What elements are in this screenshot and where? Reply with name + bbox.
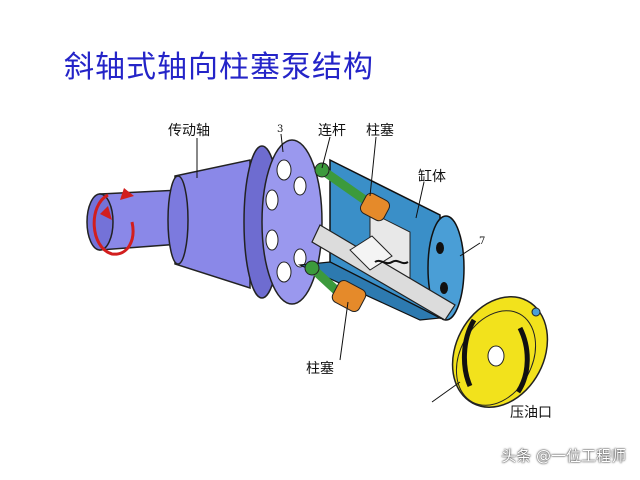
label-plunger-bottom: 柱塞: [306, 361, 334, 377]
label-plunger-top: 柱塞: [366, 123, 394, 139]
watermark: 头条 @一位工程师: [501, 447, 626, 465]
drive-shaft: [86, 159, 251, 290]
label-part-3: 3: [277, 124, 284, 135]
label-cylinder-block: 缸体: [418, 169, 446, 185]
drive-flange: [243, 139, 323, 305]
plungers: [331, 192, 391, 313]
leader-lines: [196, 133, 481, 403]
label-connecting-rod: 连杆: [318, 123, 346, 139]
center-shaft: [311, 224, 456, 321]
label-part-7: 7: [479, 236, 486, 247]
rotation-arrow: [92, 188, 135, 256]
label-oil-port: 压油口: [510, 405, 552, 421]
label-drive-shaft: 传动轴: [168, 123, 210, 139]
connecting-rods: [304, 162, 375, 296]
valve-plate: [451, 296, 549, 408]
page-title: 斜轴式轴向柱塞泵结构: [64, 50, 374, 85]
